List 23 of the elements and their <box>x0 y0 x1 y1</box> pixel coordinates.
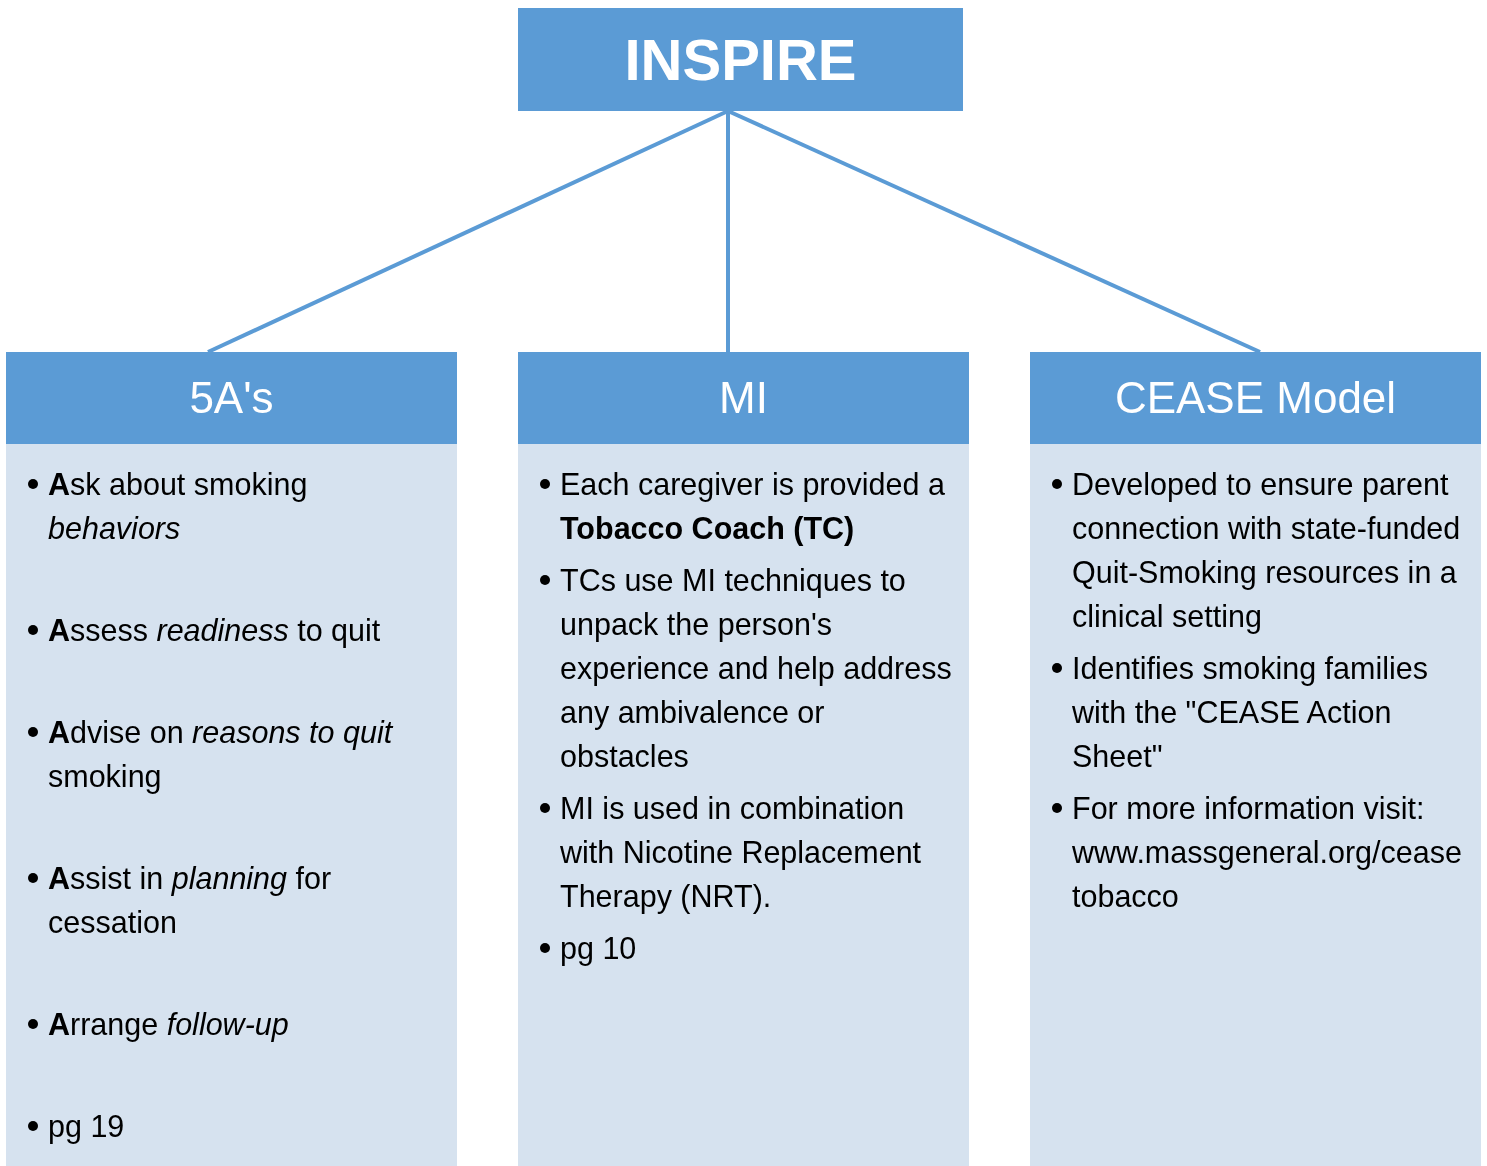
bullet-text: Assess readiness to quit <box>48 612 381 650</box>
connector-line <box>726 111 730 352</box>
bullet-text: Identifies smoking families with the "CEASE Action Sheet" <box>1072 650 1429 775</box>
bullet-text: Advise on reasons to quit smoking <box>48 714 395 796</box>
connector-line <box>727 109 1261 354</box>
bullet-text: Ask about smoking behaviors <box>48 466 309 547</box>
column-heading: MI <box>518 352 969 444</box>
bullet-text: Assist in planning for cessation <box>48 860 333 941</box>
bullet-text: Arrange follow-up <box>48 1006 289 1044</box>
connector-line <box>207 109 729 354</box>
column-heading: CEASE Model <box>1030 352 1481 444</box>
column-panel <box>6 352 457 1166</box>
column-panel <box>1030 352 1481 1166</box>
column-heading: 5A's <box>6 352 457 444</box>
bullet-text: Each caregiver is provided a Tobacco Coach (TC) <box>560 466 946 548</box>
bullet-text: Developed to ensure parent connection with state-funded Quit-Smoking resources in a clinical setting <box>1072 466 1462 636</box>
bullet-text: MI is used in combination with Nicotine Replacement Therapy (NRT). <box>560 790 923 916</box>
title-box: INSPIRE <box>518 8 963 111</box>
bullet-text: pg 19 <box>48 1108 125 1146</box>
bullet-text: TCs use MI techniques to unpack the person's experience and help address any ambivalence or obstacles <box>560 562 953 775</box>
column-panel <box>518 352 969 1166</box>
bullet-text: pg 10 <box>560 930 637 968</box>
bullet-text: For more information visit: www.massgeneral.org/ceasetobacco <box>1072 790 1463 915</box>
